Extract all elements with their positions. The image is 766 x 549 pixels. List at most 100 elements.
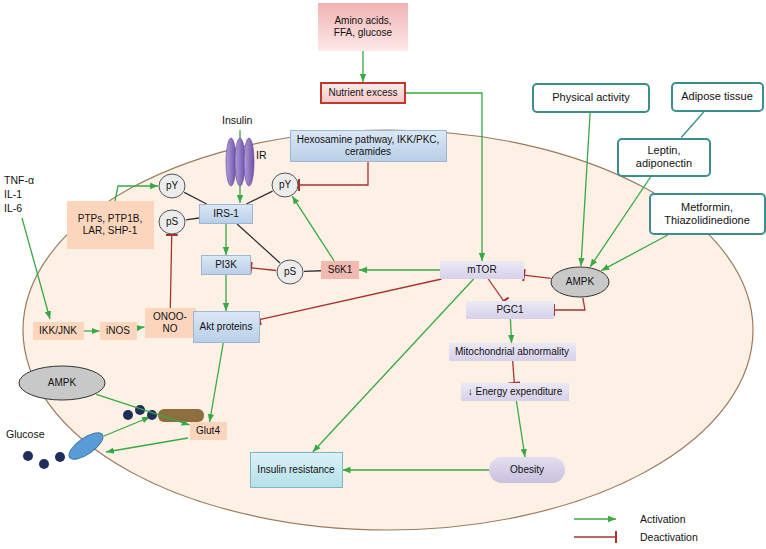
factor-box: Physical activity bbox=[532, 83, 650, 113]
phospho-site: pY bbox=[158, 173, 186, 199]
cell-membrane bbox=[23, 130, 753, 530]
activation-arrow bbox=[137, 327, 145, 328]
activation-arrow bbox=[343, 469, 490, 470]
inhibition-line bbox=[488, 279, 503, 301]
node-text: Adipose tissue bbox=[681, 90, 753, 103]
legend-text: Activation bbox=[640, 513, 686, 525]
inhibition-line bbox=[260, 279, 442, 320]
connector-line bbox=[186, 218, 199, 220]
condition-box: Nutrient excess bbox=[320, 82, 406, 104]
activation-arrow bbox=[510, 319, 511, 343]
enzyme-box: iNOS bbox=[100, 322, 137, 340]
node-text: AMPK bbox=[566, 276, 594, 288]
connector-line bbox=[681, 112, 704, 138]
phospho-site: pS bbox=[158, 209, 186, 235]
text-label: Insulin bbox=[222, 114, 252, 126]
node-text: Metformin, Thiazolidinedione bbox=[659, 201, 756, 227]
phosphatase-box: PTPs, PTP1B, LAR, SHP-1 bbox=[67, 201, 154, 249]
legend-row: Deactivation bbox=[572, 528, 698, 546]
ellipse-shape bbox=[277, 260, 303, 284]
node-text: Hexosamine pathway, IKK/PKC, ceramides bbox=[297, 134, 440, 158]
activation-arrow bbox=[313, 279, 474, 452]
node-text: ONOO- NO bbox=[151, 311, 190, 335]
node-text: Physical activity bbox=[552, 91, 630, 104]
activation-arrow bbox=[601, 235, 668, 271]
cytokine-arrow bbox=[22, 218, 50, 319]
node-text: Amino acids, FFA, glucose bbox=[324, 15, 402, 39]
inhibition-line bbox=[251, 268, 276, 271]
input-box: Amino acids, FFA, glucose bbox=[318, 3, 408, 51]
activation-arrow bbox=[210, 343, 224, 422]
legend-text: Deactivation bbox=[640, 531, 698, 543]
activation-arrow bbox=[96, 394, 189, 425]
protein-box: Akt proteins bbox=[193, 311, 260, 343]
kinase-box: S6K1 bbox=[321, 261, 359, 279]
connector-line bbox=[184, 192, 206, 204]
text-label: IL-1 bbox=[4, 188, 22, 200]
process-box: Mitochondrial abnormality bbox=[449, 343, 576, 361]
inhibition-line bbox=[299, 162, 368, 185]
node-text: S6K1 bbox=[328, 264, 352, 276]
text-label: Glucose bbox=[6, 428, 45, 440]
legend-line bbox=[574, 518, 616, 519]
activation-arrow bbox=[225, 224, 226, 255]
node-text: Glut4 bbox=[196, 425, 220, 437]
kinase-box: IKK/JNK bbox=[33, 322, 84, 340]
process-box: ↓ Energy expenditure bbox=[461, 383, 569, 401]
glut4-vesicle bbox=[158, 409, 204, 422]
activation-arrow bbox=[292, 196, 334, 261]
node-text: iNOS bbox=[106, 325, 130, 337]
ellipse-shape bbox=[159, 174, 185, 198]
outcome-box: Insulin resistance bbox=[250, 452, 343, 488]
process-box: PGC1 bbox=[466, 301, 554, 319]
connector-line bbox=[246, 191, 272, 204]
legend-sample bbox=[572, 530, 626, 544]
ellipse-shape bbox=[272, 173, 298, 197]
kinase-box: mTOR bbox=[440, 261, 524, 279]
glucose-transporter bbox=[65, 428, 107, 464]
uptake-arrow bbox=[106, 438, 188, 452]
phospho-site: pY bbox=[271, 172, 299, 198]
ampk-ellipse: AMPK bbox=[18, 365, 106, 401]
node-text: Leptin, adiponectin bbox=[627, 144, 701, 170]
legend-row: Activation bbox=[572, 510, 698, 528]
pathway-box: Hexosamine pathway, IKK/PKC, ceramides bbox=[290, 130, 447, 162]
legend-sample bbox=[572, 512, 626, 526]
activation-arrow bbox=[406, 93, 482, 261]
node-text: pS bbox=[284, 266, 296, 278]
node-text: IKK/JNK bbox=[39, 325, 77, 337]
ellipse-shape bbox=[19, 366, 105, 400]
inhibition-line bbox=[170, 235, 171, 308]
ellipse-shape bbox=[551, 267, 609, 297]
node-text: pS bbox=[166, 216, 178, 228]
inhibition-line bbox=[554, 298, 585, 310]
text-label: IL-6 bbox=[4, 202, 22, 214]
protein-box: IRS-1 bbox=[199, 204, 253, 224]
text-label: TNF-α bbox=[4, 174, 34, 186]
insulin-receptor bbox=[226, 138, 254, 186]
activation-arrow bbox=[362, 51, 363, 82]
node-text: Insulin resistance bbox=[257, 464, 334, 476]
ampk-ellipse: AMPK bbox=[550, 266, 610, 298]
inhibition-line bbox=[524, 275, 551, 278]
node-text: Obesity bbox=[510, 464, 544, 476]
node-text: IRS-1 bbox=[213, 208, 239, 220]
activation-arrow bbox=[581, 113, 590, 266]
factor-box: Leptin, adiponectin bbox=[617, 138, 711, 177]
node-text: Mitochondrial abnormality bbox=[455, 346, 569, 358]
phospho-site: pS bbox=[276, 259, 304, 285]
protein-box: PI3K bbox=[201, 255, 251, 275]
text-label: IR bbox=[256, 149, 267, 161]
connector-line bbox=[304, 270, 321, 272]
legend-line bbox=[574, 536, 616, 537]
activation-arrow bbox=[359, 269, 440, 270]
outcome-box: Obesity bbox=[489, 457, 565, 483]
factor-box: Adipose tissue bbox=[671, 82, 764, 112]
node-text: ↓ Energy expenditure bbox=[468, 386, 563, 398]
node-text: PI3K bbox=[215, 259, 237, 271]
activation-arrow bbox=[590, 177, 651, 267]
node-text: mTOR bbox=[467, 264, 496, 276]
legend: ActivationDeactivation bbox=[572, 510, 698, 546]
node-text: Akt proteins bbox=[200, 321, 253, 333]
